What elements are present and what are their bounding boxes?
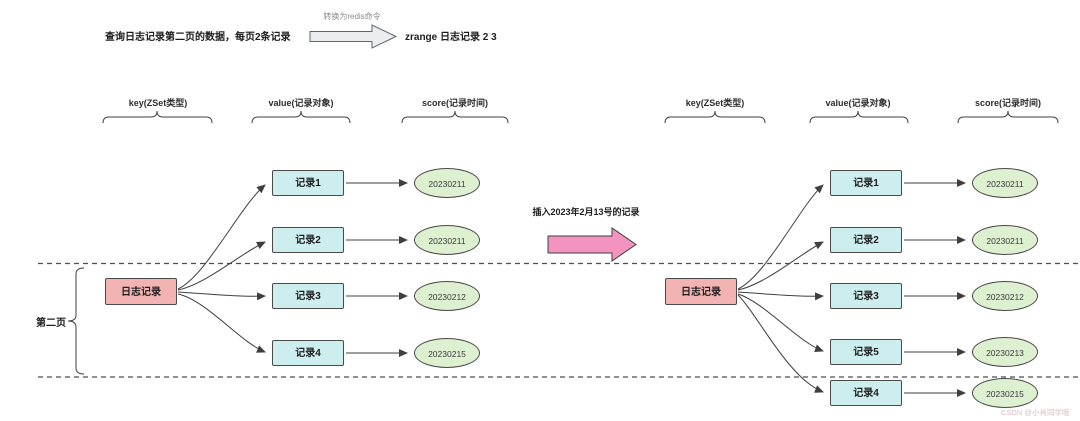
edge-left-key-row2 [177,241,266,291]
edge-left-key-row3 [177,291,266,301]
score-node: 20230211 [414,225,480,255]
header-score-left: score(记录时间) [421,98,488,108]
header-key-right: key(ZSet类型) [685,98,745,108]
value-node: 记录3 [830,283,902,309]
score-node: 20230211 [414,168,480,198]
key-node-left: 日志记录 [105,278,177,305]
header-value-right: value(记录对象) [825,98,891,108]
edge-right-key-row2 [737,241,824,291]
value-node: 记录1 [830,170,902,196]
brace-score-right [957,110,1059,124]
score-node: 20230211 [972,168,1038,198]
value-node: 记录5 [830,339,902,365]
key-node-right: 日志记录 [665,278,737,305]
score-node: 20230211 [972,225,1038,255]
brace-score-left [401,110,509,124]
score-node: 20230212 [972,281,1038,311]
score-node: 20230215 [414,338,480,368]
query-description-text: 查询日志记录第二页的数据，每页2条记录 [105,32,291,43]
page2-label: 第二页 [36,318,66,329]
header-score-right: score(记录时间) [974,98,1041,108]
value-node: 记录2 [830,227,902,253]
brace-key-right [664,110,766,124]
edge-right-key-row5 [737,294,824,393]
brace-page2 [67,267,85,375]
redis-command-text: zrange 日志记录 2 3 [405,32,497,43]
score-node: 20230215 [972,378,1038,408]
header-key-left: key(ZSet类型) [128,98,188,108]
value-node: 记录3 [272,283,344,309]
value-node: 记录2 [272,227,344,253]
edge-right-key-row4 [737,293,824,353]
header-value-left: value(记录对象) [268,98,334,108]
value-node: 记录4 [830,380,902,406]
value-node: 记录1 [272,170,344,196]
edge-right-key-row1 [737,184,824,290]
edge-left-key-row1 [177,184,266,290]
score-node: 20230213 [972,337,1038,367]
score-node: 20230212 [414,281,480,311]
edge-right-key-row3 [737,291,824,301]
convert-arrow-label: 转换为redis命令 [323,12,381,21]
insert-arrow-label: 插入2023年2月13号的记录 [532,207,640,217]
brace-value-right [809,110,909,124]
value-node: 记录4 [272,340,344,366]
brace-value-left [251,110,351,124]
edge-left-key-row4 [177,293,266,353]
convert-right-arrow-icon [309,24,398,49]
watermark-text: CSDN @小肖同学哦 [1001,408,1070,417]
brace-key-left [102,110,213,124]
insert-right-arrow-icon [547,227,637,262]
